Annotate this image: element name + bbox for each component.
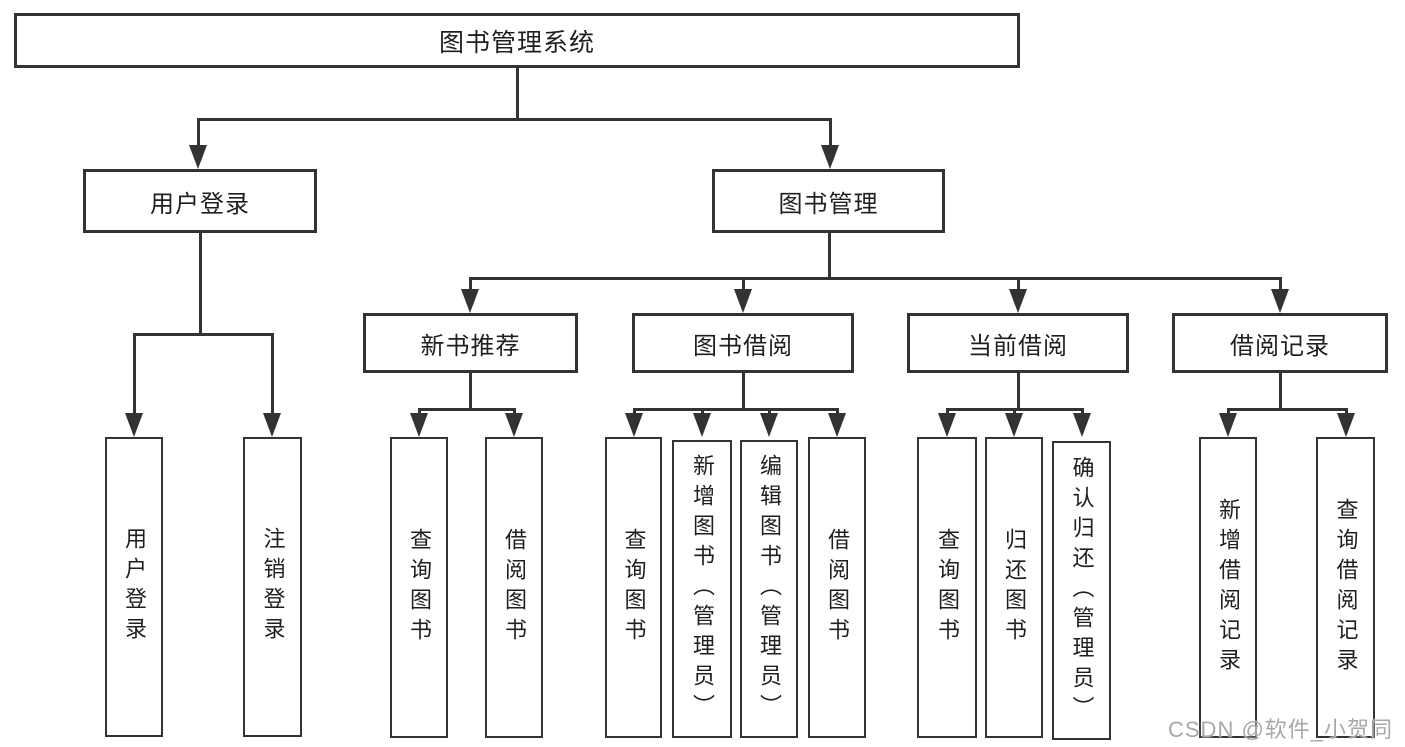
- leaf-label: 新增图书（管理员）: [690, 454, 715, 724]
- leaf-add-borrow-record: 新增借阅记录: [1199, 437, 1257, 738]
- connector-level2-split: [197, 118, 831, 121]
- leaf-label: 确认归还（管理员）: [1069, 455, 1095, 726]
- arrowhead-down-icon: [1337, 413, 1355, 437]
- arrowhead-down-icon: [693, 413, 711, 437]
- node-new-book-recommend: 新书推荐: [363, 313, 578, 373]
- leaf-label: 新增借阅记录: [1216, 497, 1241, 678]
- leaf-borrow-books: 借阅图书: [808, 437, 866, 738]
- node-borrow-records: 借阅记录: [1172, 313, 1388, 373]
- leaf-label: 归还图书: [1002, 527, 1027, 648]
- connector-stem: [742, 277, 745, 292]
- arrowhead-down-icon: [1073, 413, 1091, 437]
- leaf-borrow-books-recommend: 借阅图书: [485, 437, 543, 738]
- arrowhead-down-icon: [760, 413, 778, 437]
- arrowhead-down-icon: [505, 413, 523, 437]
- node-book-borrowing: 图书借阅: [632, 313, 854, 373]
- leaf-query-books-recommend: 查询图书: [390, 437, 448, 738]
- connector-records-trunk: [1279, 373, 1282, 408]
- arrowhead-down-icon: [828, 413, 846, 437]
- arrowhead-down-icon: [410, 413, 428, 437]
- node-book-management: 图书管理: [712, 169, 945, 233]
- node-current-borrowing: 当前借阅: [907, 313, 1129, 373]
- node-root-library-system: 图书管理系统: [14, 13, 1020, 68]
- arrowhead-down-icon: [189, 145, 207, 169]
- connector-new-book-trunk: [469, 373, 472, 408]
- csdn-watermark: CSDN @软件_小贺同学: [1168, 717, 1394, 742]
- connector-stem: [829, 118, 832, 148]
- connector-user-login-trunk: [199, 233, 202, 333]
- leaf-confirm-return-admin: 确认归还（管理员）: [1052, 441, 1111, 740]
- leaf-logout: 注销登录: [243, 437, 302, 737]
- leaf-label: 用户登录: [122, 527, 147, 647]
- arrowhead-down-icon: [1005, 413, 1023, 437]
- connector-stem: [271, 333, 274, 415]
- leaf-label: 借阅图书: [502, 527, 527, 648]
- connector-book-borrow-split: [633, 408, 839, 411]
- connector-book-borrow-trunk: [742, 373, 745, 408]
- leaf-edit-books-admin: 编辑图书（管理员）: [740, 440, 798, 738]
- leaf-label: 查询图书: [621, 527, 647, 648]
- arrowhead-down-icon: [938, 413, 956, 437]
- leaf-user-login: 用户登录: [105, 437, 163, 737]
- leaf-label: 编辑图书（管理员）: [757, 454, 782, 724]
- connector-book-mgmt-trunk: [828, 233, 831, 277]
- arrowhead-down-icon: [1219, 413, 1237, 437]
- leaf-query-books-current: 查询图书: [917, 437, 977, 738]
- connector-stem: [1279, 277, 1282, 292]
- arrowhead-down-icon: [1271, 289, 1289, 313]
- leaf-add-books-admin: 新增图书（管理员）: [672, 440, 732, 738]
- node-user-login: 用户登录: [83, 169, 317, 233]
- arrowhead-down-icon: [734, 289, 752, 313]
- connector-stem: [197, 118, 200, 148]
- arrowhead-down-icon: [1009, 289, 1027, 313]
- arrowhead-down-icon: [625, 413, 643, 437]
- leaf-label: 借阅图书: [825, 527, 850, 648]
- leaf-return-books: 归还图书: [985, 437, 1043, 738]
- leaf-label: 查询图书: [935, 527, 960, 648]
- connector-records-split: [1227, 408, 1347, 411]
- connector-level3-split: [469, 277, 1282, 280]
- connector-user-login-split: [134, 333, 272, 336]
- connector-current-borrow-trunk: [1017, 373, 1020, 408]
- leaf-label: 查询借阅记录: [1333, 497, 1359, 678]
- connector-root-trunk: [516, 68, 519, 118]
- leaf-label: 注销登录: [260, 527, 286, 647]
- leaf-query-borrow-record: 查询借阅记录: [1316, 437, 1375, 738]
- connector-new-book-split: [418, 408, 516, 411]
- arrowhead-down-icon: [125, 413, 143, 437]
- connector-stem: [1017, 277, 1020, 292]
- leaf-label: 查询图书: [407, 527, 432, 648]
- leaf-query-books-borrow: 查询图书: [605, 437, 662, 738]
- arrowhead-down-icon: [821, 145, 839, 169]
- connector-stem: [133, 333, 136, 415]
- arrowhead-down-icon: [461, 289, 479, 313]
- connector-stem: [469, 277, 472, 292]
- arrowhead-down-icon: [263, 413, 281, 437]
